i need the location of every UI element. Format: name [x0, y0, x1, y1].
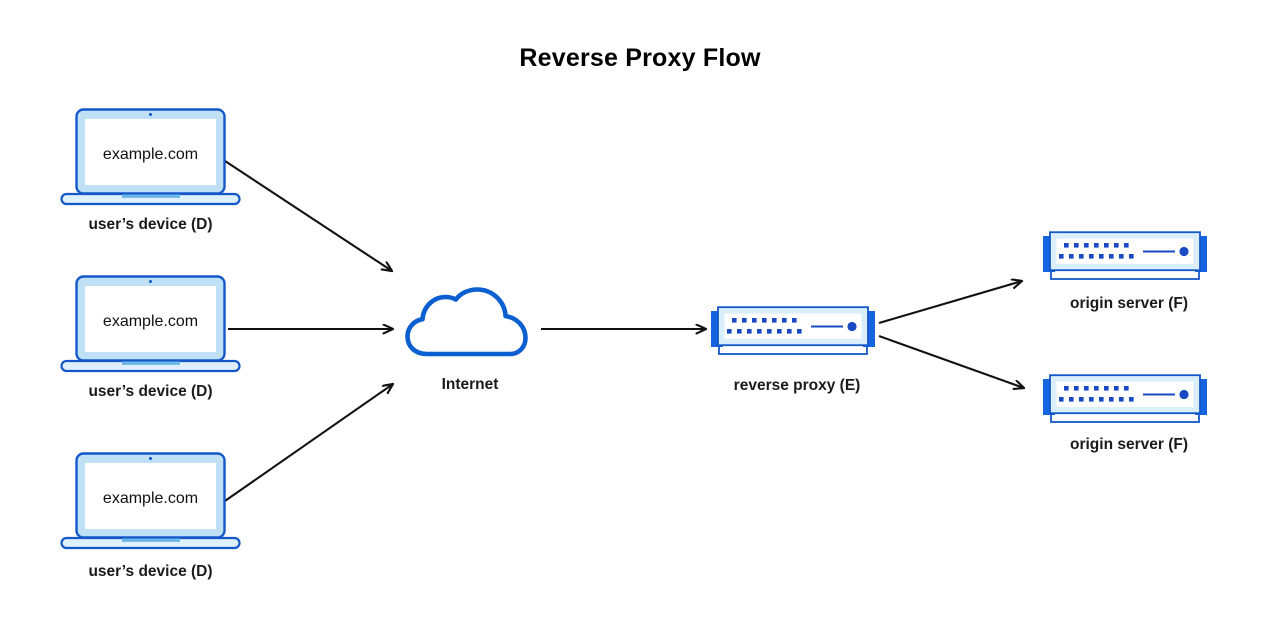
server-icon [711, 306, 875, 355]
client-label: user’s device (D) [88, 563, 213, 580]
server-dot-grid [1059, 386, 1134, 402]
origin-server-label: origin server (F) [1070, 295, 1188, 312]
client-screen-text: example.com [102, 313, 199, 330]
origin-server-label: origin server (F) [1070, 436, 1188, 453]
laptop-icon [60, 108, 241, 206]
server-icon [1043, 374, 1207, 423]
client-label: user’s device (D) [88, 383, 213, 400]
page-title: Reverse Proxy Flow [519, 44, 761, 72]
client-label: user’s device (D) [88, 216, 213, 233]
client-screen-text: example.com [102, 146, 199, 163]
cloud-icon [405, 287, 528, 357]
server-dot-grid [727, 318, 802, 334]
server-icon [1043, 231, 1207, 280]
arrow-proxy-to-origin2 [878, 335, 1024, 388]
client-screen-text: example.com [102, 490, 199, 507]
arrow-client3-to-internet [221, 384, 393, 504]
server-dot-grid [1059, 243, 1134, 259]
internet-label: Internet [441, 376, 499, 393]
laptop-icon [60, 452, 241, 550]
arrow-proxy-to-origin1 [878, 281, 1022, 325]
laptop-icon [60, 275, 241, 373]
proxy-label: reverse proxy (E) [733, 377, 861, 394]
arrow-client1-to-internet [221, 158, 392, 271]
